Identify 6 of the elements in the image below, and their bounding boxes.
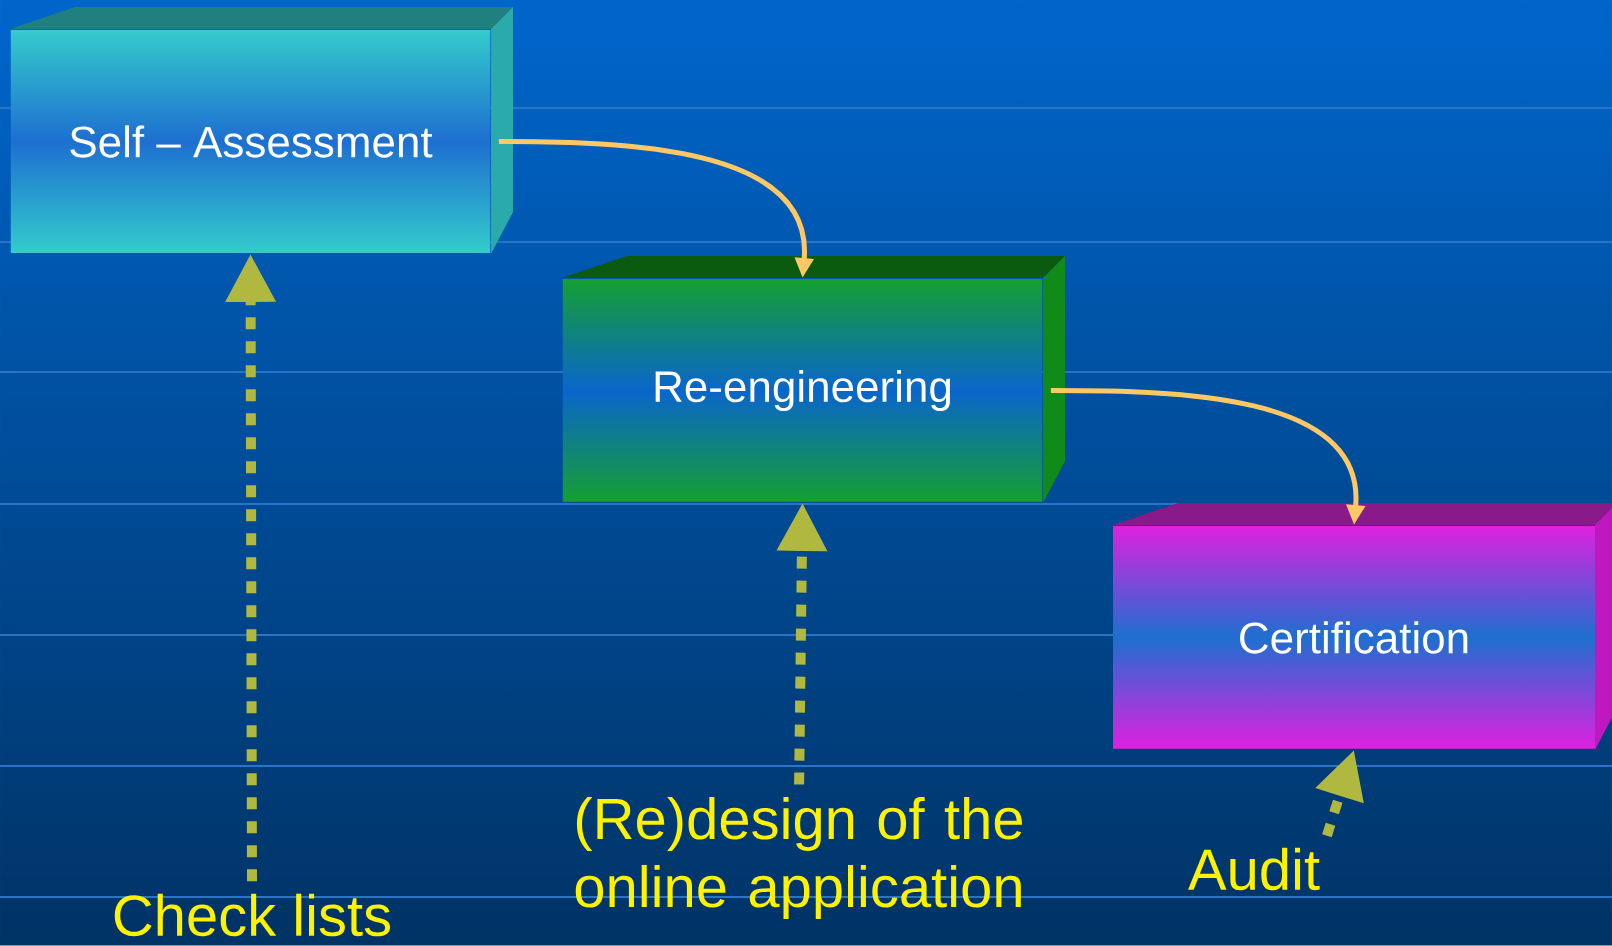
process-box: Re-engineering xyxy=(562,256,1065,503)
process-box: Self – Assessment xyxy=(10,7,513,254)
process-box: Certification xyxy=(1113,503,1612,750)
input-label: Audit xyxy=(1188,847,1320,891)
input-label: Check lists xyxy=(114,893,391,937)
input-label: (Re)design of the online application xyxy=(575,796,1022,920)
